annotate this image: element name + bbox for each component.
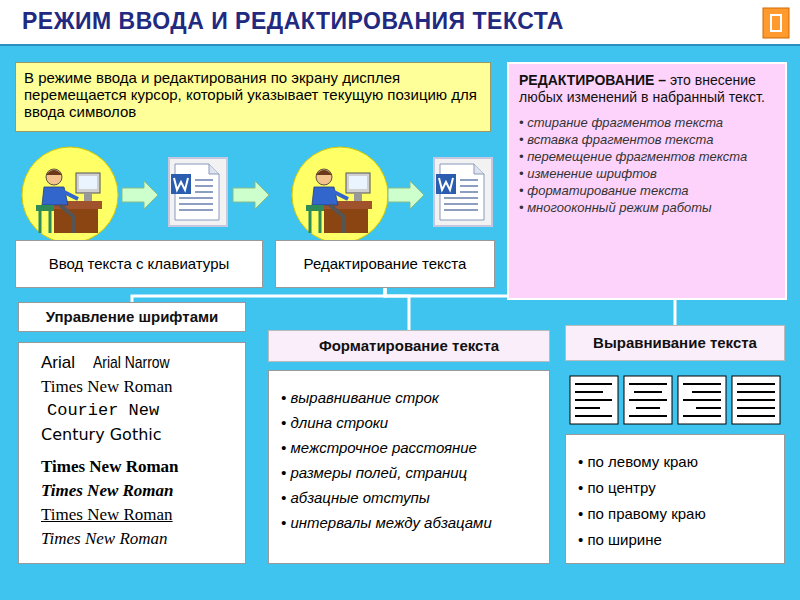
font-sample: Times New Roman: [41, 455, 235, 479]
node-text: • выравнивание строк: [281, 385, 539, 410]
node-text: РЕДАКТИРОВАНИЕ –: [519, 72, 666, 88]
process-box: Ввод текста с клавиатуры: [15, 240, 263, 288]
node-text: • по центру: [578, 475, 774, 501]
node-text: • вставка фрагментов текста: [519, 131, 775, 148]
section-header: Форматирование текста: [268, 330, 550, 362]
node-text: Редактирование текста: [304, 255, 467, 273]
font-sample: Arial: [41, 351, 75, 375]
font-samples-box: ArialArial NarrowTimes New RomanCourier …: [18, 342, 246, 564]
node-text: • по ширине: [578, 527, 774, 553]
connector-line: [132, 288, 385, 302]
node-text: • размеры полей, страниц: [281, 460, 539, 485]
connector-line: [385, 288, 409, 330]
process-box: Редактирование текста: [275, 240, 495, 288]
node-text: • многооконный режим работы: [519, 199, 775, 216]
note-box: В режиме ввода и редактирования по экран…: [15, 62, 491, 132]
node-text: • стирание фрагментов текста: [519, 114, 775, 131]
font-sample: Arial Narrow: [93, 351, 170, 375]
node-text: • форматирование текста: [519, 182, 775, 199]
node-text: В режиме ввода и редактирования по экран…: [24, 69, 482, 120]
section-header: Выравнивание текста: [565, 325, 785, 361]
slide-title: РЕЖИМ ВВОДА И РЕДАКТИРОВАНИЯ ТЕКСТА: [22, 8, 564, 35]
definition-box: РЕДАКТИРОВАНИЕ –это внесение любых измен…: [507, 62, 787, 300]
node-text: Выравнивание текста: [593, 330, 757, 356]
list-box: • по левому краю• по центру• по правому …: [565, 434, 785, 564]
node-text: • перемещение фрагментов текста: [519, 148, 775, 165]
node-text: • по левому краю: [578, 449, 774, 475]
font-sample: Times New Roman: [41, 503, 235, 527]
node-text: Управление шрифтами: [46, 307, 219, 327]
node-text: • абзацные отступы: [281, 485, 539, 510]
list-box: • выравнивание строк• длина строки• межс…: [268, 370, 550, 564]
node-text: • длина строки: [281, 410, 539, 435]
section-header: Управление шрифтами: [18, 302, 246, 332]
font-sample: Times New Roman: [41, 479, 235, 503]
node-text: • интервалы между абзацами: [281, 510, 539, 535]
font-sample: Century Gothic: [41, 423, 235, 447]
font-sample: Courier New: [41, 399, 235, 423]
node-text: Ввод текста с клавиатуры: [49, 255, 230, 273]
font-sample: Times New Roman: [41, 375, 235, 399]
node-text: Форматирование текста: [319, 335, 499, 357]
node-text: • изменение шрифтов: [519, 165, 775, 182]
font-sample: Times New Roman: [41, 527, 235, 551]
node-text: • межстрочное расстояние: [281, 435, 539, 460]
node-text: • по правому краю: [578, 501, 774, 527]
